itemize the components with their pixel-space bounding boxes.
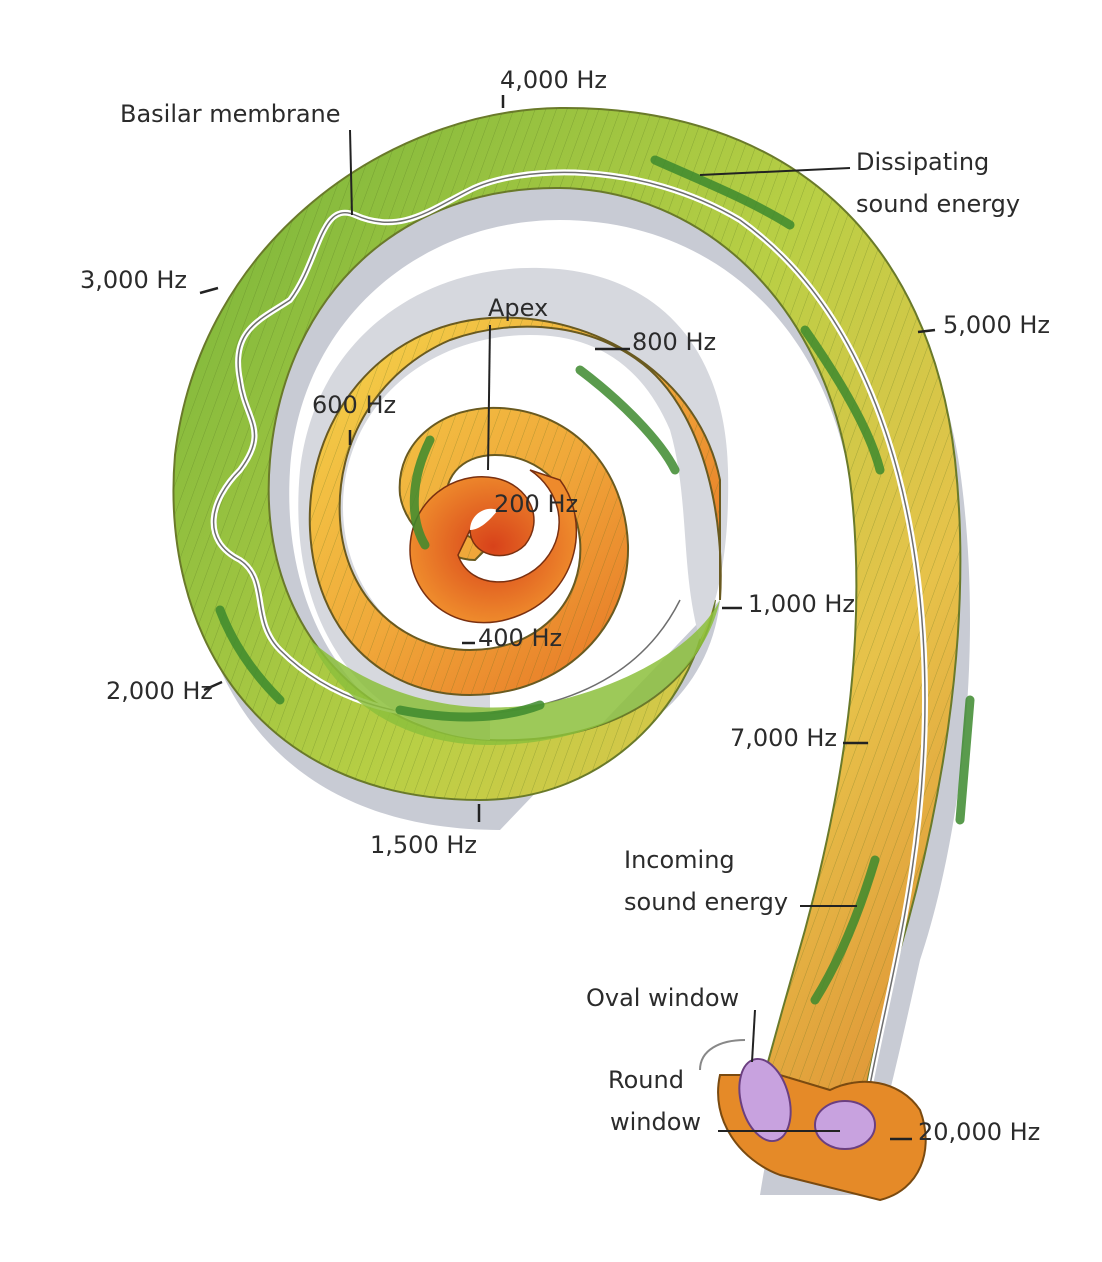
- label-dissipating-2: sound energy: [856, 190, 1020, 218]
- arrow-tube-right: [955, 695, 975, 825]
- basilar-membrane-line: [210, 169, 929, 1086]
- label-incoming-1: Incoming: [624, 846, 735, 874]
- label-basilar-membrane: Basilar membrane: [120, 100, 341, 128]
- apex-core: [409, 469, 578, 624]
- label-3000hz: 3,000 Hz: [80, 266, 187, 294]
- label-round-window-2: window: [610, 1108, 701, 1136]
- label-apex: Apex: [488, 294, 548, 322]
- label-4000hz: 4,000 Hz: [500, 66, 607, 94]
- arrow-inner-left: [409, 435, 435, 550]
- label-2000hz: 2,000 Hz: [106, 677, 213, 705]
- label-7000hz: 7,000 Hz: [730, 724, 837, 752]
- label-200hz: 200 Hz: [494, 490, 578, 518]
- label-600hz: 600 Hz: [312, 391, 396, 419]
- arrow-bottom: [395, 700, 545, 722]
- label-20000hz: 20,000 Hz: [918, 1118, 1040, 1146]
- label-incoming-2: sound energy: [624, 888, 788, 916]
- label-400hz: 400 Hz: [478, 624, 562, 652]
- label-dissipating-1: Dissipating: [856, 148, 989, 176]
- label-5000hz: 5,000 Hz: [943, 311, 1050, 339]
- arrow-inner-right: [575, 365, 680, 475]
- oval-window: [738, 1057, 792, 1143]
- leader-lines: [199, 95, 936, 1141]
- label-round-window-1: Round: [608, 1066, 684, 1094]
- label-1500hz: 1,500 Hz: [370, 831, 477, 859]
- arrow-upper-right: [800, 325, 885, 475]
- energy-arrows: [215, 155, 975, 1005]
- arrow-incoming: [810, 855, 880, 1005]
- arrow-dissipating: [650, 155, 795, 230]
- label-oval-window: Oval window: [586, 984, 739, 1012]
- label-800hz: 800 Hz: [632, 328, 716, 356]
- arrow-left: [215, 605, 285, 705]
- round-window: [814, 1100, 876, 1150]
- text-labels: Basilar membrane 4,000 Hz Dissipating so…: [80, 66, 1050, 1146]
- label-1000hz: 1,000 Hz: [748, 590, 855, 618]
